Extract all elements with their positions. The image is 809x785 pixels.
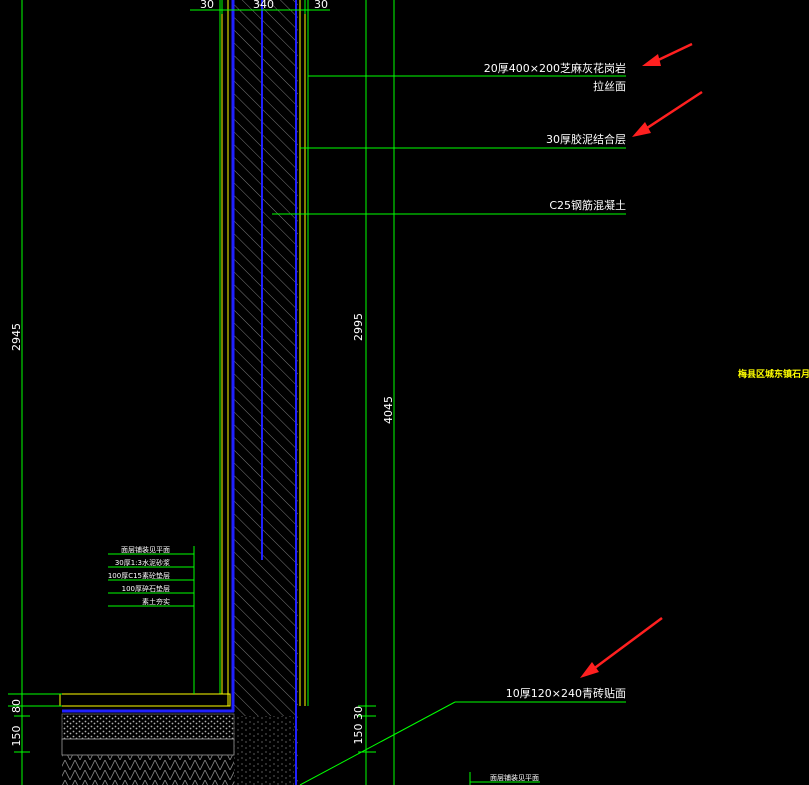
earth-layer [62,755,234,785]
annotation-arrows [580,42,703,678]
dim-center-height: 2995 [352,313,365,341]
callout-mortar: 30厚胶泥结合层 [546,132,626,146]
callout-concrete: C25钢筋混凝土 [549,198,626,212]
ground-section [8,693,235,785]
leader-brick-diagonal [299,701,456,785]
ground-layer-callouts: 面层铺装见平面 30厚1:3水泥砂浆 100厚C15素砼垫层 100厚碎石垫层 … [108,545,195,694]
callout-granite-line2: 拉丝面 [593,79,626,93]
dim-center-bottom-a: 150 [352,724,365,745]
dimension-left: 2945 150 80 [10,0,30,785]
dimension-top: 30 340 30 [190,0,330,14]
side-note: 梅县区城东镇石月村美 [738,368,809,380]
arrow-icon [632,90,703,137]
gravel-layer [61,713,235,740]
wall-section [219,0,309,785]
brick-layer [61,738,235,756]
dim-center-bottom-b: 30 [352,706,365,720]
dim-left-bottom-a: 150 [10,726,23,747]
dim-top-right: 30 [314,0,328,11]
callouts: 20厚400×200芝麻灰花岗岩 拉丝面 30厚胶泥结合层 C25钢筋混凝土 1… [272,61,626,785]
callout-brick: 10厚120×240青砖贴面 [506,686,626,700]
dim-right-height: 4045 [382,396,395,424]
wall-concrete-core [234,0,298,785]
callout-granite-line1: 20厚400×200芝麻灰花岗岩 [484,61,626,75]
ground-layer-0: 面层铺装见平面 [121,545,170,554]
dim-left-height: 2945 [10,323,23,351]
arrow-icon [642,42,693,66]
bottom-note-text: 面层铺装见平面 [490,773,539,782]
dim-top-left: 30 [200,0,214,11]
footing-hatch [234,716,294,785]
dim-top-mid: 340 [253,0,274,11]
ground-layer-4: 素土夯实 [142,597,170,606]
dim-left-bottom-b: 80 [10,699,23,713]
dimension-center: 2995 150 30 [352,0,376,785]
base-finish-layer [59,693,231,707]
ground-layer-3: 100厚碎石垫层 [122,584,170,593]
ground-layer-2: 100厚C15素砼垫层 [108,571,170,580]
ground-layer-1: 30厚1:3水泥砂浆 [115,558,170,567]
arrow-icon [580,616,663,678]
bottom-note: 面层铺装见平面 [469,772,540,785]
dimension-right: 4045 [382,0,395,785]
